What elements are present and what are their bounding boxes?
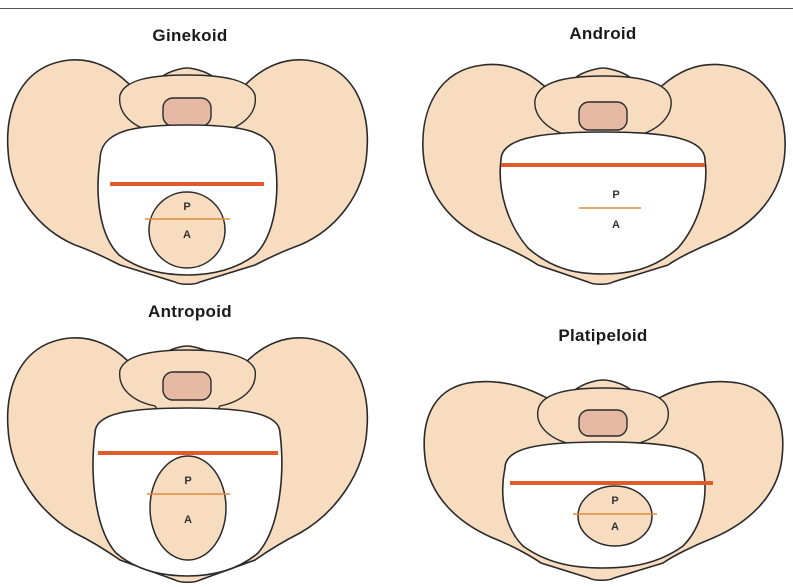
pelvis-title: Android <box>413 24 793 44</box>
sacrum-vertebra <box>163 372 211 400</box>
pelvis-title: Platipeloid <box>413 326 793 346</box>
sacrum-vertebra <box>579 102 627 130</box>
pelvis-panel-antropoid: Antropoid P A <box>0 298 380 587</box>
pelvis-illustration: P A <box>0 298 380 587</box>
pelvis-panel-ginekoid: Ginekoid P A <box>0 20 380 290</box>
posterior-label: P <box>612 189 619 201</box>
pelvis-bone <box>8 60 368 284</box>
sacrum-vertebra <box>163 98 211 126</box>
anterior-label: A <box>183 229 191 241</box>
pelvis-title: Antropoid <box>0 302 380 322</box>
inlet-ring <box>150 456 226 560</box>
pelvis-panel-android: Android P A <box>413 20 793 290</box>
top-divider <box>0 8 793 9</box>
posterior-label: P <box>184 475 191 487</box>
pelvis-title: Ginekoid <box>0 26 380 46</box>
pelvis-illustration: P A <box>0 20 380 290</box>
pelvis-illustration: P A <box>413 20 793 290</box>
pelvis-bone <box>423 64 785 290</box>
anterior-label: A <box>612 219 620 231</box>
pelvis-illustration: P A <box>413 318 793 587</box>
pelvis-bone <box>8 338 368 582</box>
posterior-label: P <box>183 201 190 213</box>
posterior-label: P <box>611 495 618 507</box>
sacrum-vertebra <box>579 410 627 436</box>
anterior-label: A <box>184 514 192 526</box>
anterior-label: A <box>611 521 619 533</box>
pelvis-bone <box>424 380 783 580</box>
pelvis-panel-platipeloid: Platipeloid P A <box>413 318 793 587</box>
